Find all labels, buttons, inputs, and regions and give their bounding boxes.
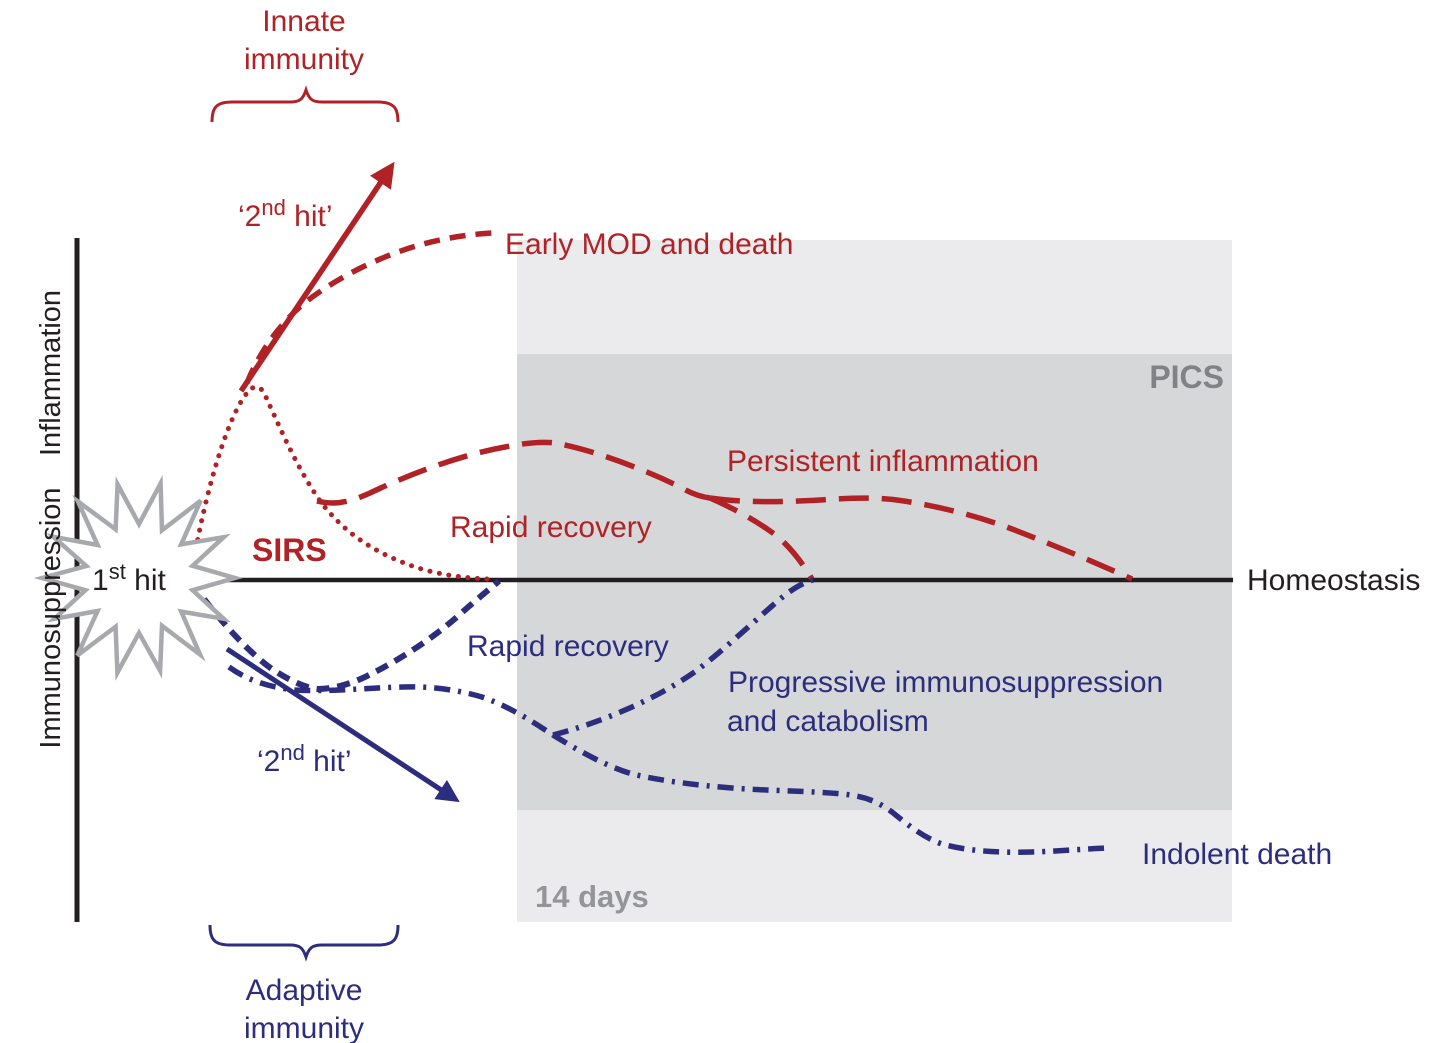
homeostasis-label: Homeostasis [1247, 564, 1420, 597]
innate-immunity-label-line1: Innate [262, 5, 345, 38]
blue-second-hit-label: ‘2nd hit’ [257, 740, 352, 778]
curve-early-mod-death [244, 230, 493, 385]
innate-immunity-label-line2: immunity [244, 43, 364, 76]
curve-red-recovery-trunk [316, 439, 711, 506]
fourteen-days-label: 14 days [535, 879, 649, 914]
adaptive-immunity-label-line1: Adaptive [246, 974, 363, 1007]
curve-red-rapid-recovery-descent [708, 495, 815, 581]
indolent-death-label: Indolent death [1142, 838, 1332, 871]
early-mod-label: Early MOD and death [505, 228, 793, 261]
pics-region-label: PICS [1149, 359, 1224, 395]
curve-blue-rapid-recovery [201, 578, 501, 693]
immunosuppression-axis-label: Immunosuppression [35, 487, 67, 748]
persistent-inflammation-label: Persistent inflammation [727, 445, 1039, 478]
blue-second-hit-arrow [225, 646, 460, 803]
sirs-label: SIRS [252, 532, 327, 568]
red-second-hit-arrow [238, 161, 395, 393]
inflammation-axis-label: Inflammation [35, 290, 67, 456]
progressive-immunosuppression-label-line2: and catabolism [727, 705, 929, 738]
adaptive-immunity-label-line2: immunity [244, 1012, 364, 1043]
progressive-immunosuppression-label-line1: Progressive immunosuppression [728, 666, 1163, 699]
red-second-hit-label: ‘2nd hit’ [238, 195, 333, 233]
first-hit-label: 1st hit [92, 559, 166, 597]
curve-persistent-inflammation [709, 495, 1134, 582]
curve-sirs-dotted [193, 384, 490, 582]
red-rapid-recovery-label: Rapid recovery [450, 511, 652, 544]
adaptive-immunity-brace [208, 924, 400, 962]
innate-immunity-brace [210, 85, 400, 123]
first-hit-starburst [33, 474, 244, 681]
blue-rapid-recovery-label: Rapid recovery [467, 630, 669, 663]
curve-immunosuppression-trunk [227, 664, 555, 738]
